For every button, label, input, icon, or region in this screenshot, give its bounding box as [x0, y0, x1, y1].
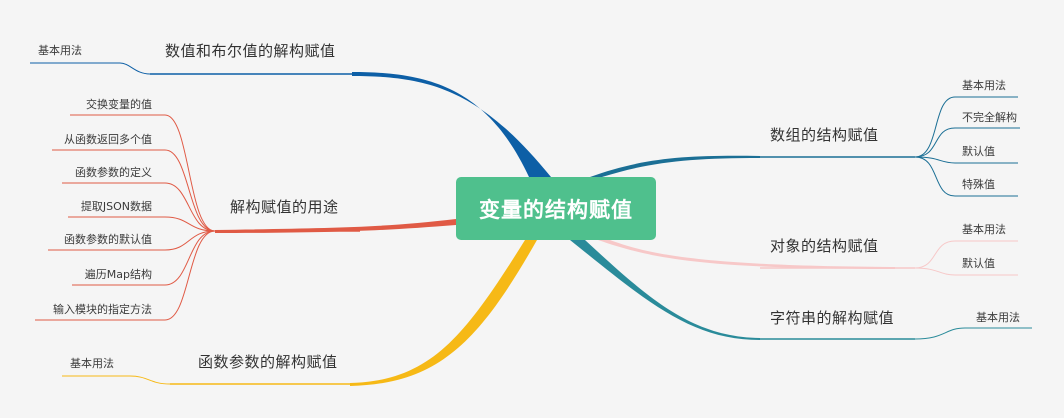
- branch-link-numeric-bool: [352, 72, 551, 177]
- leaf-array-basic-usage[interactable]: 基本用法: [962, 79, 1006, 92]
- leaf-uses-iterate-map[interactable]: 遍历Map结构: [84, 268, 152, 281]
- branch-link-function-params: [350, 240, 537, 386]
- leaf-link-numeric-bool: [30, 62, 151, 75]
- leaf-function-params-basic-usage[interactable]: 基本用法: [70, 357, 114, 370]
- branch-link-uses: [215, 219, 456, 233]
- branch-string[interactable]: 字符串的解构赋值: [770, 309, 895, 327]
- leaf-array-incomplete[interactable]: 不完全解构: [962, 111, 1017, 124]
- branch-function-params[interactable]: 函数参数的解构赋值: [198, 353, 338, 371]
- branch-array[interactable]: 数组的结构赋值: [770, 126, 879, 144]
- leaf-uses-import-methods[interactable]: 输入模块的指定方法: [53, 303, 152, 316]
- leaf-links-uses: [35, 114, 216, 321]
- leaf-uses-param-definition[interactable]: 函数参数的定义: [75, 166, 152, 179]
- branch-object[interactable]: 对象的结构赋值: [770, 237, 879, 255]
- leaf-array-special[interactable]: 特殊值: [962, 178, 995, 191]
- branch-uses[interactable]: 解构赋值的用途: [230, 198, 339, 216]
- leaf-uses-param-defaults[interactable]: 函数参数的默认值: [64, 233, 152, 246]
- leaf-links-object: [914, 240, 1018, 276]
- leaf-numeric-bool-basic-usage[interactable]: 基本用法: [38, 44, 82, 57]
- leaf-link-function-params: [62, 375, 171, 385]
- leaf-uses-extract-json[interactable]: 提取JSON数据: [80, 200, 152, 213]
- branch-numeric-bool[interactable]: 数值和布尔值的解构赋值: [165, 42, 336, 60]
- leaf-uses-return-multiple[interactable]: 从函数返回多个值: [64, 133, 152, 146]
- leaf-object-basic-usage[interactable]: 基本用法: [962, 223, 1006, 236]
- branch-link-object: [598, 240, 895, 269]
- leaf-link-string: [914, 327, 1032, 340]
- root-node[interactable]: 变量的结构赋值: [456, 177, 656, 240]
- leaf-object-default[interactable]: 默认值: [962, 257, 995, 270]
- branch-link-array: [590, 155, 760, 177]
- leaf-string-basic-usage[interactable]: 基本用法: [976, 311, 1020, 324]
- branch-link-string: [570, 240, 760, 340]
- leaf-links-array: [914, 96, 1020, 197]
- leaf-array-default[interactable]: 默认值: [962, 145, 995, 158]
- leaf-uses-swap-values[interactable]: 交换变量的值: [86, 98, 152, 111]
